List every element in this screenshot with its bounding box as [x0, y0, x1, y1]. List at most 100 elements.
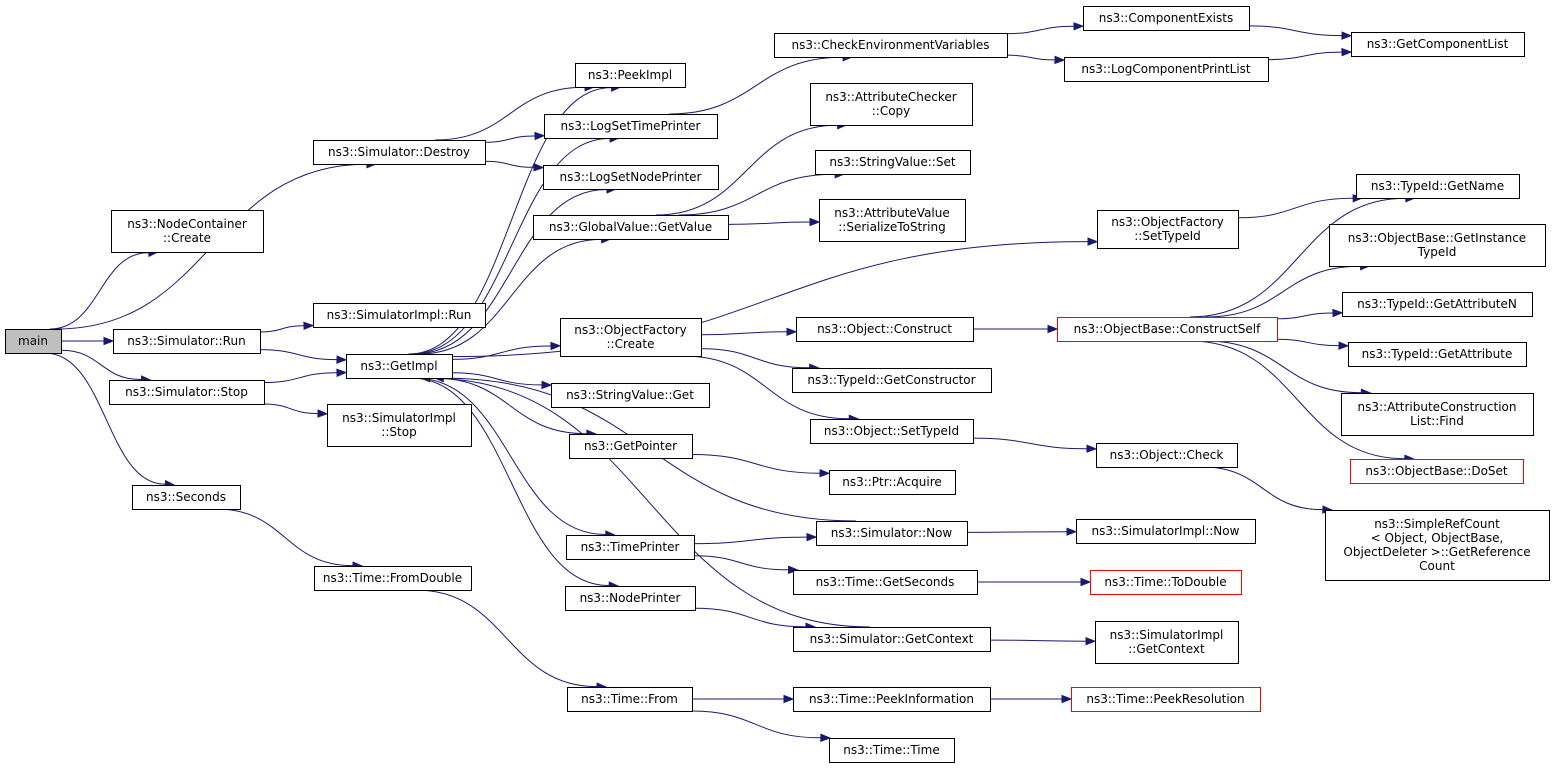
node-label: ns3::LogSetNodePrinter	[560, 170, 702, 184]
node-label: ns3::Simulator::Destroy	[328, 145, 470, 159]
node-box	[793, 627, 991, 652]
node-label: ns3::AttributeConstruction	[1358, 400, 1517, 414]
edge-main-to-simulator_stop	[60, 349, 152, 384]
node-time-time[interactable]: ns3::Time::Time	[829, 738, 955, 763]
node-label: ns3::LogSetTimePrinter	[560, 119, 700, 133]
node-box	[793, 570, 978, 595]
node-box	[1097, 210, 1239, 249]
node-label: ::Copy	[872, 104, 911, 118]
node-main[interactable]: main	[5, 329, 62, 354]
node-objectbase-doset[interactable]: ns3::ObjectBase::DoSet	[1350, 459, 1524, 484]
node-label: ns3::Simulator::Now	[831, 526, 953, 540]
node-time-peekinformation[interactable]: ns3::Time::PeekInformation	[793, 687, 991, 712]
node-label: ns3::Object::SetTypeId	[824, 424, 959, 438]
node-label: ns3::NodeContainer	[127, 217, 247, 231]
node-box	[1342, 292, 1533, 317]
node-seconds[interactable]: ns3::Seconds	[132, 485, 241, 510]
node-logsettimeprinter[interactable]: ns3::LogSetTimePrinter	[544, 114, 718, 139]
node-box	[313, 140, 486, 165]
node-timeprinter[interactable]: ns3::TimePrinter	[566, 535, 695, 560]
node-label: ObjectDeleter >::GetReference	[1343, 545, 1530, 559]
node-box	[314, 566, 472, 591]
node-simulator-run[interactable]: ns3::Simulator::Run	[113, 329, 261, 354]
node-label: ns3::ObjectFactory	[1111, 215, 1224, 229]
node-time-fromdouble[interactable]: ns3::Time::FromDouble	[314, 566, 472, 591]
edge-object_settypeid-to-object_check	[972, 437, 1098, 453]
node-getimpl[interactable]: ns3::GetImpl	[346, 354, 453, 379]
node-getpointer[interactable]: ns3::GetPointer	[569, 434, 693, 459]
node-box	[810, 419, 974, 444]
node-stringvalue-get[interactable]: ns3::StringValue::Get	[551, 383, 710, 408]
node-simulator-stop[interactable]: ns3::Simulator::Stop	[109, 380, 265, 405]
node-componentexists[interactable]: ns3::ComponentExists	[1083, 6, 1250, 31]
node-stringvalue-set[interactable]: ns3::StringValue::Set	[815, 150, 971, 175]
node-logcomponentprintlist[interactable]: ns3::LogComponentPrintList	[1064, 57, 1269, 82]
call-edges	[44, 22, 1417, 743]
node-box	[816, 521, 968, 546]
node-label: ::Stop	[381, 425, 416, 439]
edge-main-to-seconds	[44, 352, 176, 489]
node-nodeprinter[interactable]: ns3::NodePrinter	[565, 586, 696, 611]
node-simulatorimpl-getcontext[interactable]: ns3::SimulatorImpl::GetContext	[1095, 621, 1239, 664]
node-label: ns3::ObjectBase::GetInstance	[1348, 231, 1526, 245]
node-box	[569, 434, 693, 459]
node-label: ::GetContext	[1128, 642, 1205, 656]
node-label: ns3::SimulatorImpl	[1110, 628, 1224, 642]
node-box	[1083, 6, 1250, 31]
node-label: ns3::SimulatorImpl::Run	[327, 308, 472, 322]
edge-object_construct-to-objectbase_constructself	[973, 324, 1059, 334]
node-object-check[interactable]: ns3::Object::Check	[1096, 443, 1238, 468]
edge-time_from-to-time_time	[691, 710, 832, 743]
node-simulatorimpl-now[interactable]: ns3::SimulatorImpl::Now	[1076, 519, 1256, 544]
node-simplerefcount-getreferencecount[interactable]: ns3::SimpleRefCount< Object, ObjectBase,…	[1325, 510, 1550, 581]
node-ptr-acquire[interactable]: ns3::Ptr::Acquire	[829, 470, 956, 495]
node-box	[543, 165, 719, 190]
node-nodecontainer-create[interactable]: ns3::NodeContainer::Create	[111, 210, 264, 253]
edge-objectfactory_create-to-object_construct	[700, 327, 798, 337]
node-objectfactory-settypeid[interactable]: ns3::ObjectFactory::SetTypeId	[1097, 210, 1239, 249]
node-label: ns3::PeekImpl	[588, 68, 672, 82]
node-box	[774, 33, 1008, 58]
node-objectfactory-create[interactable]: ns3::ObjectFactory::Create	[560, 318, 702, 357]
node-typeid-getname[interactable]: ns3::TypeId::GetName	[1356, 174, 1520, 199]
node-object-construct[interactable]: ns3::Object::Construct	[796, 317, 974, 342]
edge-timeprinter-to-simulator_now	[693, 532, 818, 545]
node-peekimpl[interactable]: ns3::PeekImpl	[575, 63, 686, 88]
edge-globalvalue_getvalue-to-attributevalue_serializetostring	[727, 217, 821, 227]
node-logsetnodeprinter[interactable]: ns3::LogSetNodePrinter	[543, 165, 719, 190]
node-globalvalue-getvalue[interactable]: ns3::GlobalValue::GetValue	[533, 215, 729, 240]
node-objectbase-constructself[interactable]: ns3::ObjectBase::ConstructSelf	[1057, 317, 1278, 342]
node-label: ns3::GetComponentList	[1367, 37, 1509, 51]
node-simulator-destroy[interactable]: ns3::Simulator::Destroy	[313, 140, 486, 165]
node-box	[113, 329, 261, 354]
node-box	[1095, 621, 1239, 664]
node-box	[533, 215, 729, 240]
node-time-todouble[interactable]: ns3::Time::ToDouble	[1090, 570, 1242, 595]
node-attributechecker-copy[interactable]: ns3::AttributeChecker::Copy	[810, 83, 973, 126]
node-typeid-getattributen[interactable]: ns3::TypeId::GetAttributeN	[1342, 292, 1533, 317]
node-getcomponentlist[interactable]: ns3::GetComponentList	[1351, 32, 1525, 57]
node-label: ns3::GetImpl	[360, 359, 437, 373]
edge-checkenvironmentvariables-to-componentexists	[1006, 22, 1085, 35]
node-object-settypeid[interactable]: ns3::Object::SetTypeId	[810, 419, 974, 444]
edge-simulator_run-to-simulatorimpl_run	[259, 321, 315, 333]
node-label: ns3::Ptr::Acquire	[842, 475, 942, 489]
node-time-getseconds[interactable]: ns3::Time::GetSeconds	[793, 570, 978, 595]
node-box	[1076, 519, 1256, 544]
node-simulatorimpl-stop[interactable]: ns3::SimulatorImpl::Stop	[327, 404, 472, 447]
node-time-from[interactable]: ns3::Time::From	[567, 687, 693, 712]
node-checkenvironmentvariables[interactable]: ns3::CheckEnvironmentVariables	[774, 33, 1008, 58]
node-simulator-now[interactable]: ns3::Simulator::Now	[816, 521, 968, 546]
node-typeid-getconstructor[interactable]: ns3::TypeId::GetConstructor	[792, 368, 992, 393]
node-simulator-getcontext[interactable]: ns3::Simulator::GetContext	[793, 627, 991, 652]
node-label: ns3::Time::PeekInformation	[809, 692, 974, 706]
edge-componentexists-to-getcomponentlist	[1248, 25, 1353, 40]
node-attributevalue-serializetostring[interactable]: ns3::AttributeValue::SerializeToString	[819, 199, 966, 242]
edge-time_peekinformation-to-time_peekresolution	[990, 694, 1073, 704]
node-time-peekresolution[interactable]: ns3::Time::PeekResolution	[1071, 687, 1261, 712]
node-typeid-getattribute[interactable]: ns3::TypeId::GetAttribute	[1348, 342, 1527, 367]
node-simulatorimpl-run[interactable]: ns3::SimulatorImpl::Run	[313, 303, 486, 328]
